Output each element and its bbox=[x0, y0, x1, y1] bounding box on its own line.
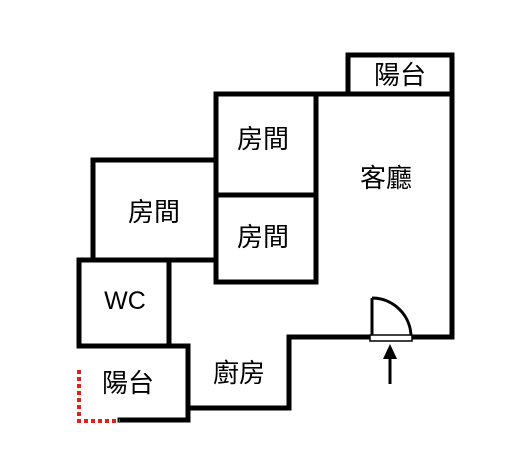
balcony-top-label: 陽台 bbox=[374, 61, 426, 91]
living-room-label: 客廳 bbox=[360, 164, 412, 194]
balcony-bottom-label: 陽台 bbox=[102, 369, 154, 399]
living-room-walls bbox=[185, 91, 455, 411]
door-swing-icon bbox=[369, 296, 413, 342]
entrance-arrow-icon bbox=[383, 344, 397, 384]
balcony-open-edge bbox=[77, 370, 120, 423]
wc-label: WC bbox=[104, 287, 146, 315]
balcony-bottom-walls bbox=[76, 343, 191, 423]
kitchen-label: 廚房 bbox=[213, 359, 265, 389]
bedroom-top-label: 房間 bbox=[237, 125, 289, 155]
bedroom-middle-label: 房間 bbox=[237, 223, 289, 253]
bedroom-left-label: 房間 bbox=[128, 198, 180, 228]
